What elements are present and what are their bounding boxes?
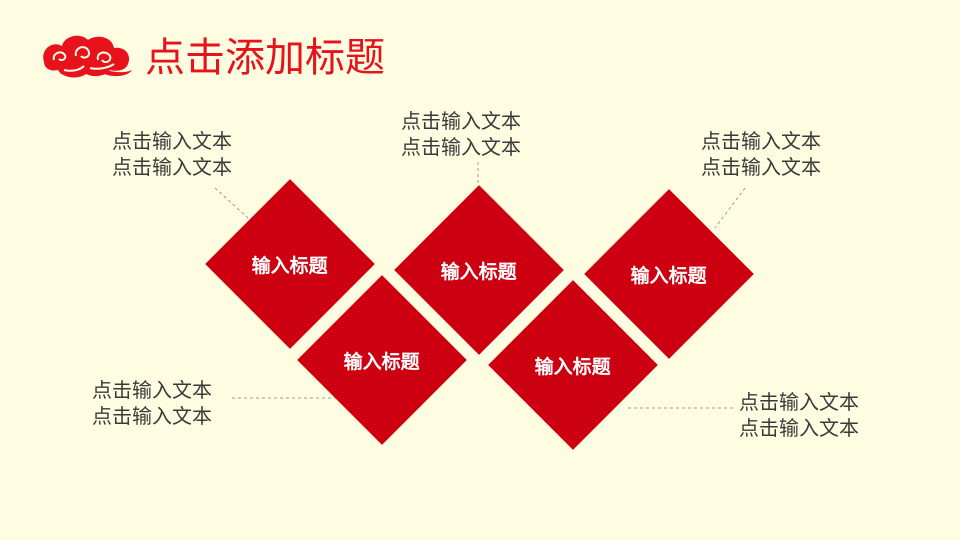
leader-line — [214, 187, 249, 219]
text-block-top-right[interactable]: 点击输入文本 点击输入文本 — [701, 128, 821, 180]
text-line: 点击输入文本 — [401, 109, 521, 133]
text-line: 点击输入文本 — [112, 129, 232, 153]
text-line: 点击输入文本 — [112, 155, 232, 179]
text-block-bottom-left[interactable]: 点击输入文本 点击输入文本 — [92, 377, 212, 429]
diamond-label: 输入标题 — [534, 355, 612, 378]
diamond-label: 输入标题 — [343, 350, 421, 373]
leader-line — [714, 187, 746, 229]
text-line: 点击输入文本 — [739, 416, 859, 440]
text-line: 点击输入文本 — [739, 390, 859, 414]
diamond-label: 输入标题 — [630, 264, 708, 287]
text-line: 点击输入文本 — [401, 135, 521, 159]
text-block-bottom-right[interactable]: 点击输入文本 点击输入文本 — [739, 389, 859, 441]
diamond-label: 输入标题 — [440, 260, 518, 283]
text-block-top-center[interactable]: 点击输入文本 点击输入文本 — [401, 108, 521, 160]
text-line: 点击输入文本 — [92, 404, 212, 428]
text-line: 点击输入文本 — [701, 155, 821, 179]
text-block-top-left[interactable]: 点击输入文本 点击输入文本 — [112, 128, 232, 180]
text-line: 点击输入文本 — [701, 129, 821, 153]
diamond-label: 输入标题 — [251, 254, 329, 277]
page-title[interactable]: 点击添加标题 — [145, 35, 385, 81]
text-line: 点击输入文本 — [92, 378, 212, 402]
auspicious-cloud-icon — [43, 35, 132, 78]
